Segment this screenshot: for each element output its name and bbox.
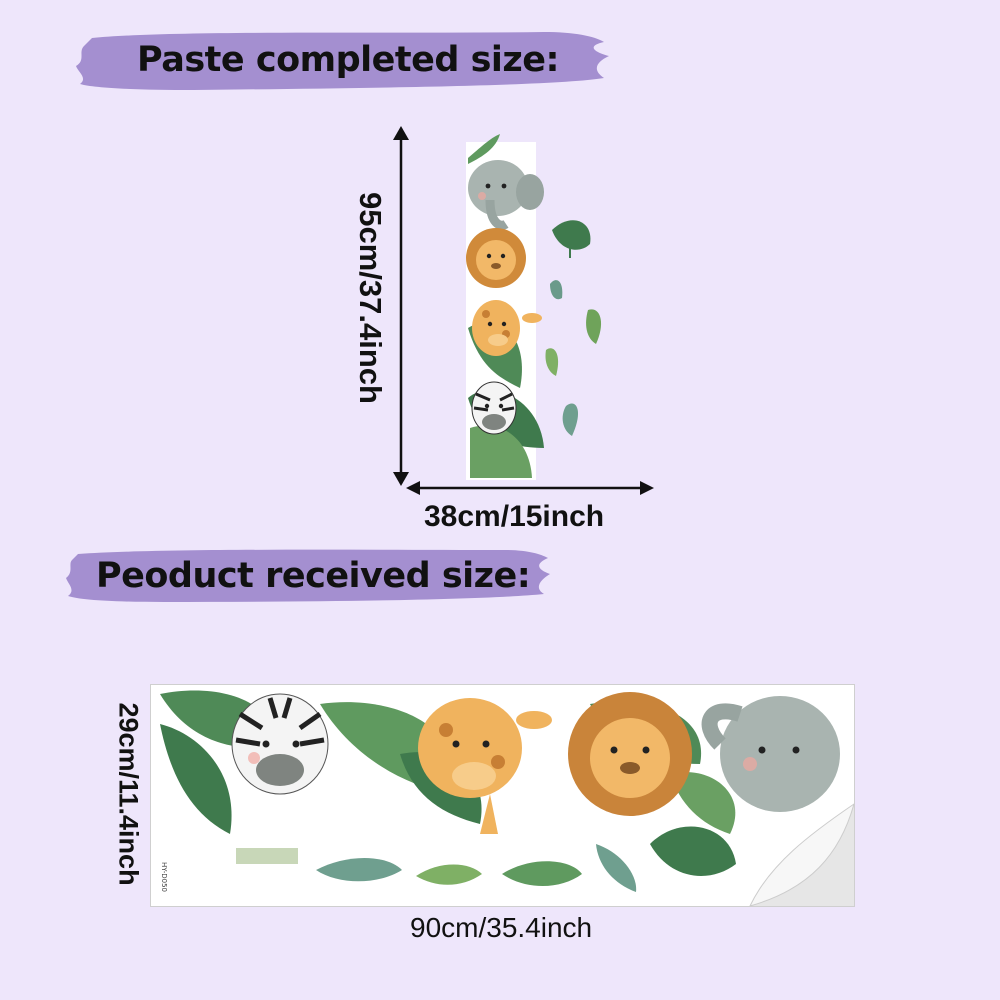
received-size-title: Peoduct received size: xyxy=(96,556,531,596)
monstera-leaf-icon xyxy=(552,220,591,258)
leaf-icon xyxy=(468,134,500,164)
leaf-icon xyxy=(670,772,736,834)
giraffe-icon xyxy=(472,300,542,356)
zebra-icon xyxy=(471,381,517,435)
width-arrow xyxy=(406,481,654,495)
received-sticker-sheet: HY-D050 xyxy=(150,684,855,907)
leaf-icon xyxy=(550,280,563,300)
leaf-icon xyxy=(470,425,532,478)
lion-icon xyxy=(466,228,526,288)
floating-leaves xyxy=(545,220,602,436)
completed-width-label: 38cm/15inch xyxy=(424,500,605,533)
lion-icon xyxy=(568,692,692,816)
leaf-icon xyxy=(545,348,559,376)
leaf-icon xyxy=(502,861,582,886)
completed-height-label: 95cm/37.4inch xyxy=(353,192,388,404)
leaf-icon xyxy=(160,724,232,834)
completed-sticker-illustration xyxy=(466,134,544,480)
zebra-icon xyxy=(231,693,329,795)
monstera-leaf-icon xyxy=(650,826,736,876)
received-height-label: 29cm/11.4inch xyxy=(113,702,144,886)
banner-completed-brush xyxy=(76,32,609,90)
mini-preview-icon xyxy=(236,848,298,864)
height-arrow xyxy=(393,126,409,486)
sku-label: HY-D050 xyxy=(160,862,168,892)
fern-leaf-icon xyxy=(596,844,637,892)
elephant-icon xyxy=(468,160,544,230)
leaf-icon xyxy=(562,403,579,436)
leaf-icon xyxy=(586,309,602,344)
banner-received-brush xyxy=(66,549,550,602)
completed-size-title: Paste completed size: xyxy=(137,40,560,80)
received-width-label: 90cm/35.4inch xyxy=(410,912,593,943)
elephant-icon xyxy=(701,696,840,812)
giraffe-icon xyxy=(418,698,552,834)
peeled-corner xyxy=(750,804,854,906)
leaf-icon xyxy=(416,864,482,885)
fern-leaf-icon xyxy=(316,858,402,882)
